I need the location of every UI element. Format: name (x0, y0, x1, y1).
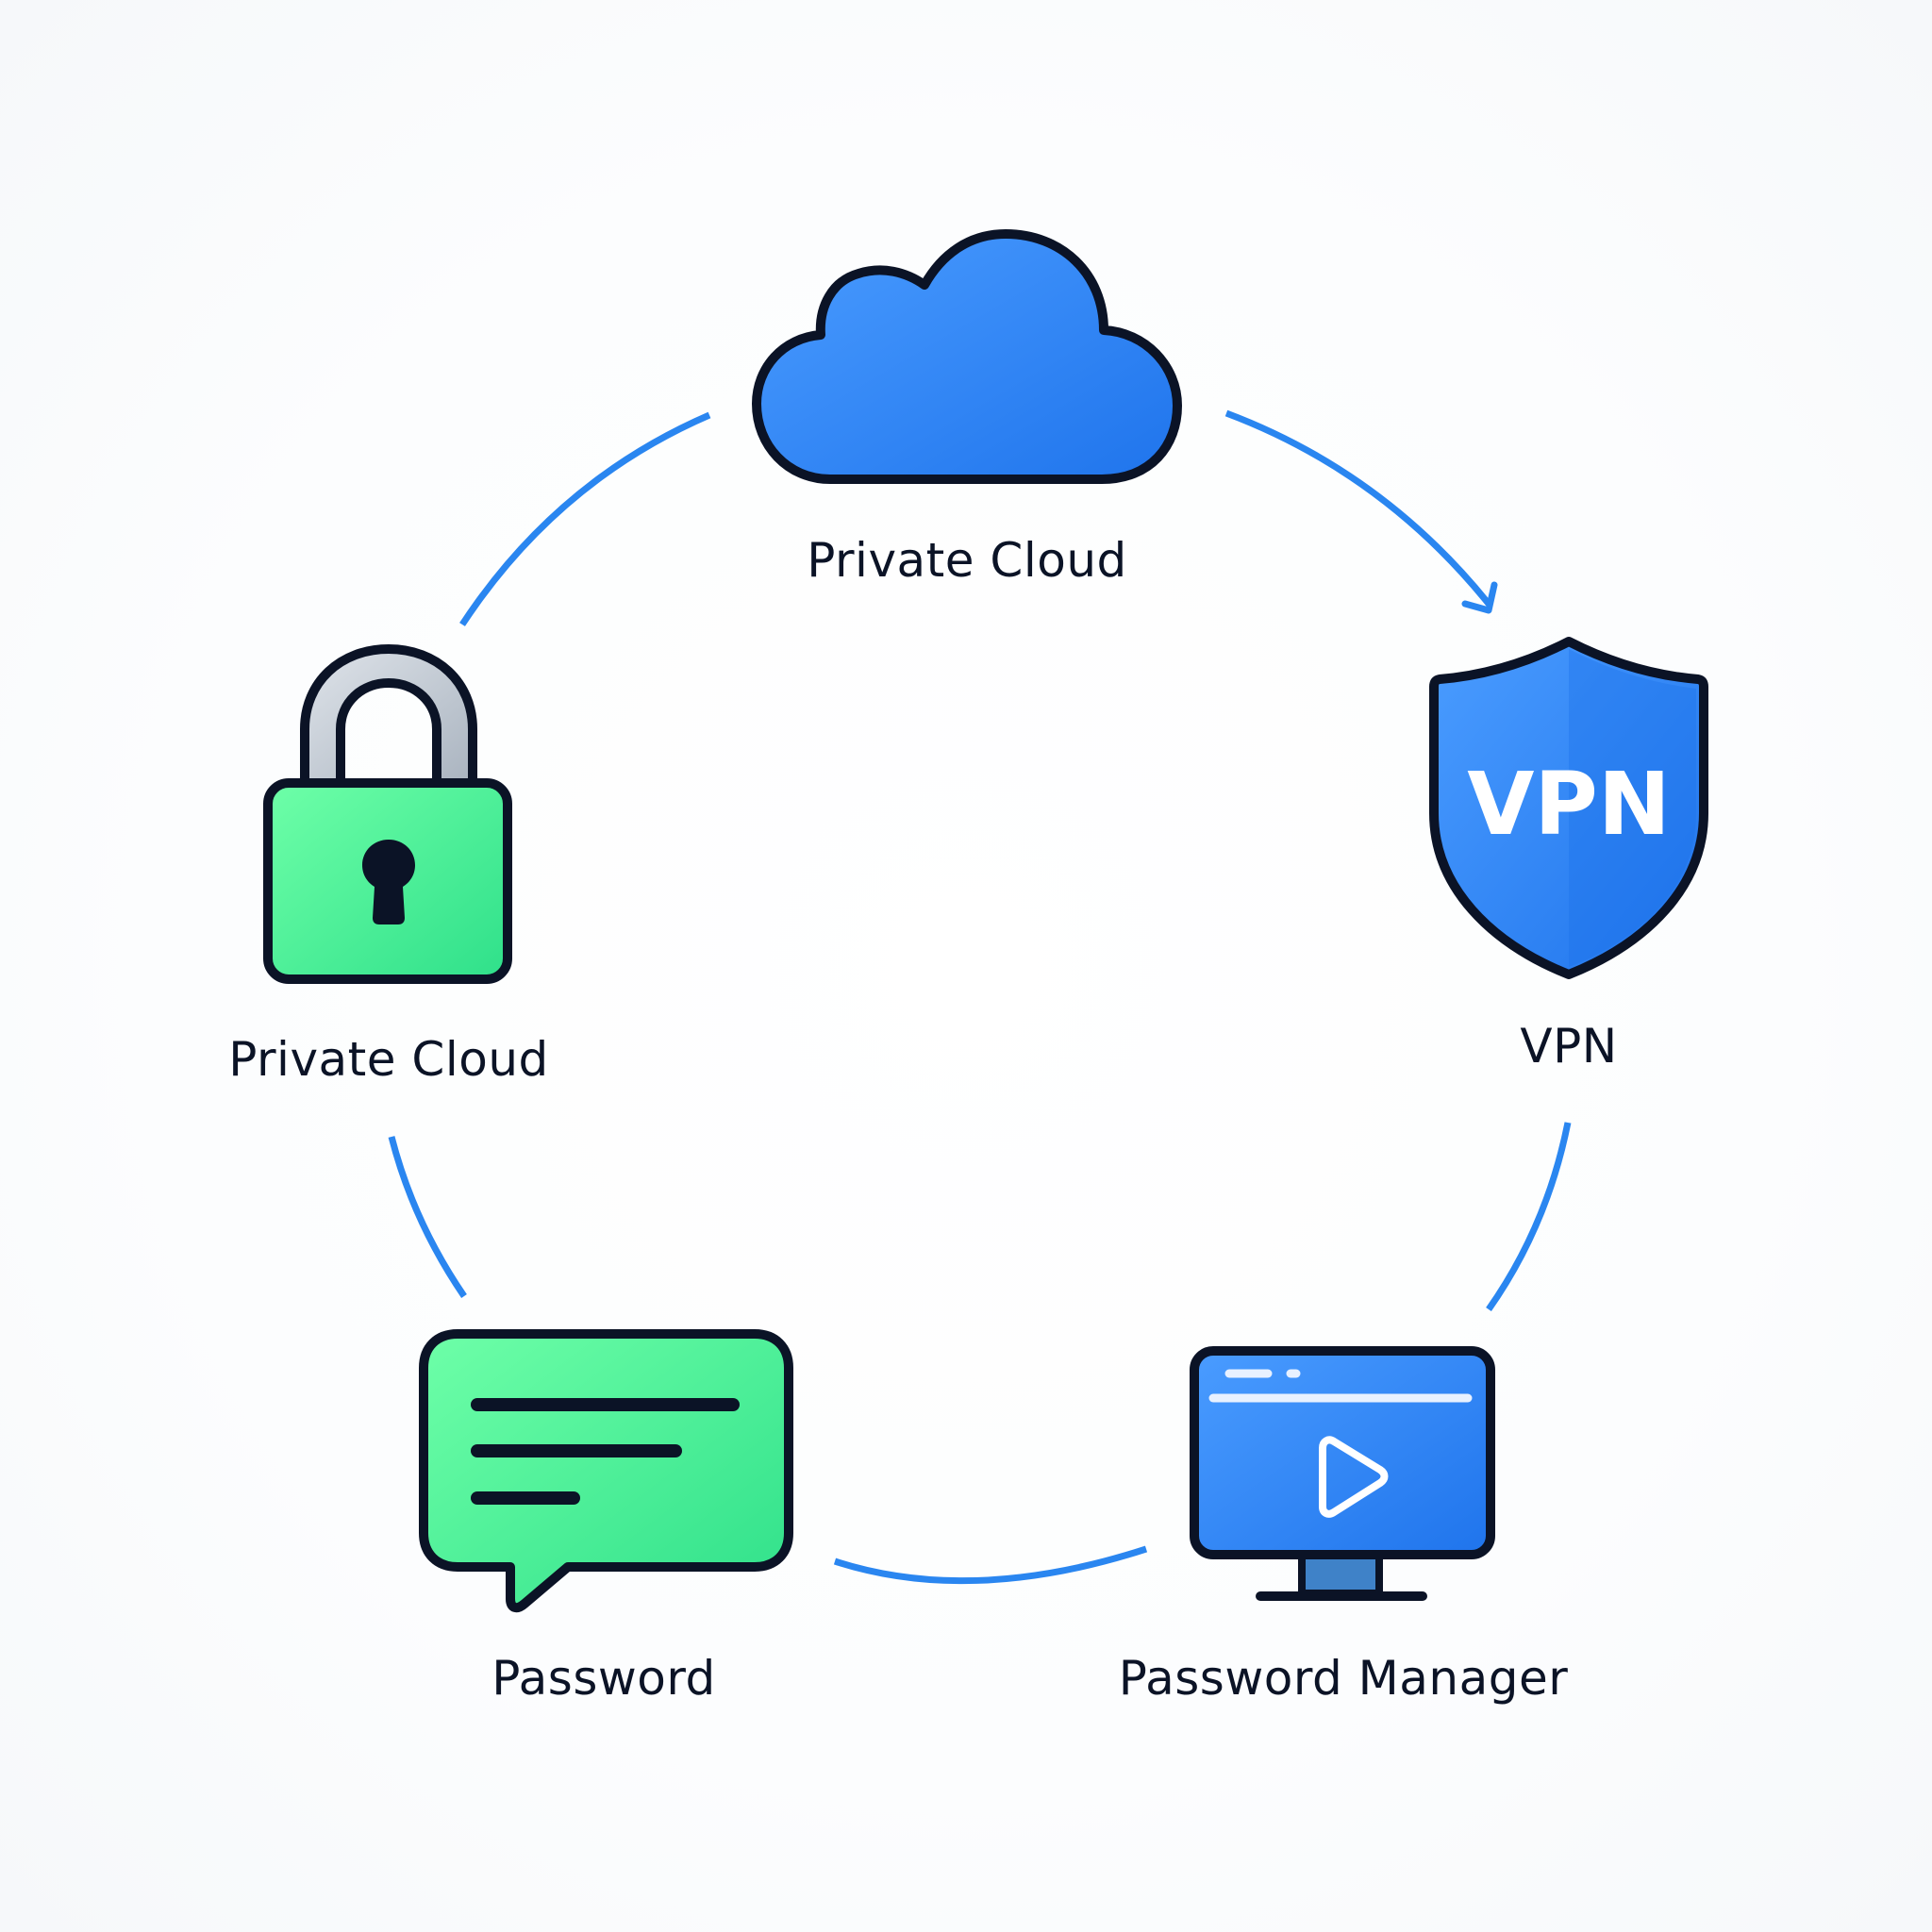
connector-bottom-left-to-left (388, 1136, 467, 1298)
shield-badge-text: VPN (1467, 754, 1671, 855)
connector-bottom-right-to-bottom-left (833, 1545, 1148, 1585)
cloud-icon (752, 229, 1182, 484)
node-label-bottom-left: Password (491, 1651, 716, 1706)
node-label-bottom-right: Password Manager (1118, 1651, 1569, 1706)
connector-left-to-top (459, 411, 711, 626)
node-label-right: VPN (1520, 1019, 1618, 1074)
padlock-icon (263, 644, 512, 984)
monitor-play-icon (1190, 1346, 1495, 1601)
arrowhead-top-to-right (1461, 581, 1498, 614)
node-label-left: Private Cloud (228, 1032, 549, 1087)
node-label-top: Private Cloud (807, 533, 1127, 588)
shield-icon: VPN (1429, 637, 1708, 979)
chat-bubble-icon (419, 1329, 793, 1613)
connector-right-to-bottom-right (1486, 1122, 1572, 1312)
connector-top-to-right (1224, 409, 1491, 607)
